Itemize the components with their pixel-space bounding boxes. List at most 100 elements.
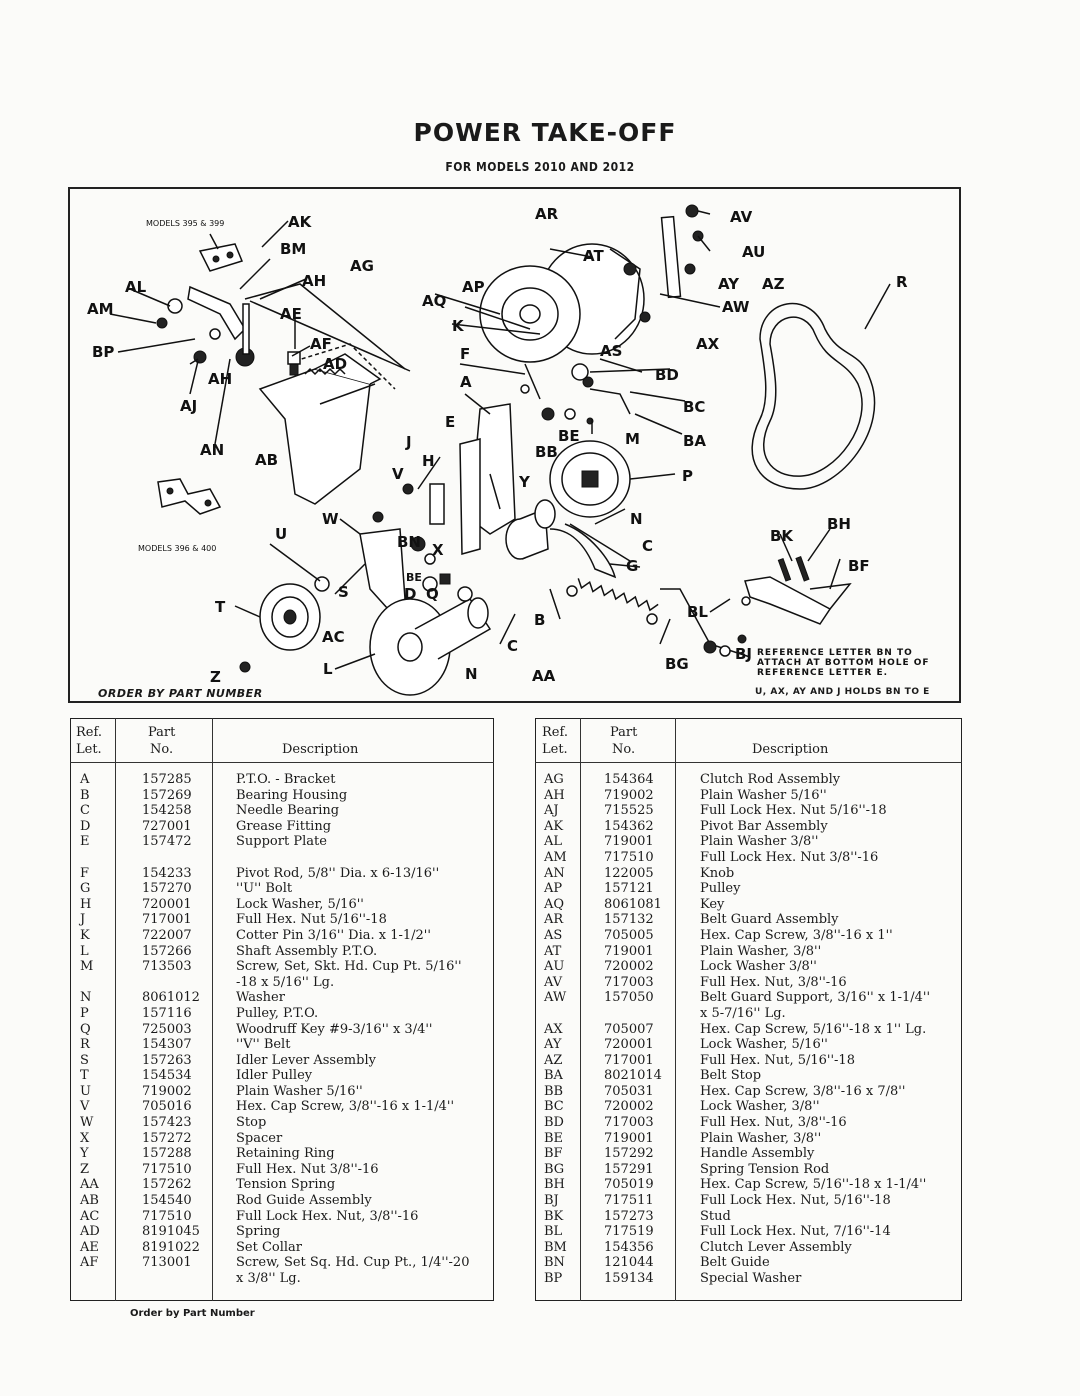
ref-letter: BN: [544, 1255, 565, 1271]
page-subtitle: FOR MODELS 2010 AND 2012: [445, 160, 635, 174]
part-number: 154540: [142, 1193, 192, 1209]
part-description: Stud: [700, 1208, 731, 1224]
ref-letter: AS: [544, 927, 563, 943]
part-description: Needle Bearing: [236, 803, 340, 819]
part-number: 717001: [142, 912, 192, 928]
part-description: Belt Guide: [700, 1255, 770, 1271]
part-description: Rod Guide Assembly: [236, 1193, 372, 1209]
part-number: 157270: [142, 881, 192, 897]
part-description: Full Lock Hex. Nut, 3/8''-16: [236, 1208, 419, 1224]
ref-letter: BJ: [544, 1193, 559, 1209]
table-row: BN 121044 Belt Guide: [544, 1255, 960, 1271]
part-description: Screw, Set, Skt. Hd. Cup Pt. 5/16'': [236, 959, 462, 975]
part-number: 720001: [604, 1037, 654, 1053]
part-number: 154364: [604, 772, 654, 787]
right-no-header: No.: [612, 742, 636, 757]
part-description: Woodruff Key #9-3/16'' x 3/4'': [236, 1021, 433, 1037]
ref-letter: BM: [544, 1239, 567, 1255]
callout-av: AV: [730, 208, 753, 226]
callout-bc: BC: [683, 398, 705, 416]
ref-letter: R: [80, 1037, 90, 1053]
pivot-bar-small-part: [198, 243, 244, 272]
ref-letter: D: [80, 818, 91, 834]
ref-letter: AB: [80, 1193, 99, 1209]
part-description: Washer: [236, 990, 285, 1006]
ref-letter: H: [80, 896, 92, 912]
part-description: Hex. Cap Screw, 5/16''-18 x 1-1/4'': [700, 1177, 927, 1193]
callout-aq: AQ: [422, 292, 446, 310]
reference-note-line-3: REFERENCE LETTER E.: [757, 668, 888, 678]
part-description: Spacer: [236, 1130, 283, 1146]
pto-bracket: [429, 403, 516, 555]
part-description: Belt Guard Support, 3/16'' x 1-1/4'': [700, 990, 931, 1006]
ref-letter: AD: [80, 1224, 100, 1240]
part-description: Tension Spring: [236, 1177, 336, 1193]
callout-be: BE: [558, 427, 580, 445]
ref-letter: K: [80, 927, 90, 943]
rod-guide-assembly: [258, 343, 396, 505]
callout-ba: BA: [683, 432, 706, 450]
part-description: Set Collar: [236, 1239, 303, 1255]
ref-letter: S: [80, 1052, 89, 1068]
callout-c: C: [642, 537, 653, 555]
callout-ae: AE: [280, 305, 302, 323]
right-part-header: Part: [610, 725, 638, 740]
callout-bj: BJ: [735, 645, 752, 663]
part-number: 719001: [604, 943, 654, 959]
table-row: x 3/8'' Lg.: [80, 1271, 490, 1287]
part-number: 121044: [604, 1255, 654, 1271]
callout-aj: AJ: [180, 397, 197, 415]
ref-letter: AC: [80, 1208, 100, 1224]
part-number: 8191045: [142, 1224, 200, 1240]
callout-p: P: [682, 467, 693, 485]
ref-letter: Z: [80, 1161, 90, 1177]
part-description: Bearing Housing: [236, 787, 348, 803]
part-number: 122005: [604, 865, 654, 881]
callout-as: AS: [600, 342, 622, 360]
callout-n: N: [630, 510, 643, 528]
reference-note-line-2: ATTACH AT BOTTOM HOLE OF: [757, 658, 930, 668]
table-right-header-rule: [535, 762, 962, 763]
left-no-header: No.: [150, 742, 174, 757]
callout-bf: BF: [848, 557, 870, 575]
spring-ad: [287, 351, 346, 376]
ref-letter: T: [80, 1068, 89, 1084]
ref-letter: AF: [80, 1255, 99, 1271]
part-number: 154356: [604, 1239, 654, 1255]
callout-al: AL: [125, 278, 147, 296]
table-right-frame: [535, 718, 962, 1301]
parts-diagram-drawing: MODELS 395 & 399 MODELS 396 & 400: [87, 204, 930, 696]
callout-at: AT: [583, 247, 604, 265]
callout-f: F: [460, 345, 470, 363]
callout-bm: BM: [280, 240, 306, 258]
part-description: ''U'' Bolt: [236, 881, 293, 897]
part-description: Special Washer: [700, 1271, 802, 1286]
callout-ar: AR: [535, 205, 559, 223]
ref-letter: B: [80, 787, 90, 803]
page-title: POWER TAKE-OFF: [413, 118, 677, 147]
ref-letter: BA: [544, 1068, 563, 1084]
part-description: Pulley, P.T.O.: [236, 1005, 319, 1021]
callout-n-lower: N: [465, 665, 478, 683]
part-number: 717510: [142, 1208, 192, 1224]
ref-letter: AA: [80, 1177, 99, 1193]
callout-r: R: [896, 273, 908, 291]
part-description: Spring: [236, 1224, 281, 1240]
ref-letter: M: [80, 959, 94, 975]
callout-j: J: [405, 433, 412, 451]
